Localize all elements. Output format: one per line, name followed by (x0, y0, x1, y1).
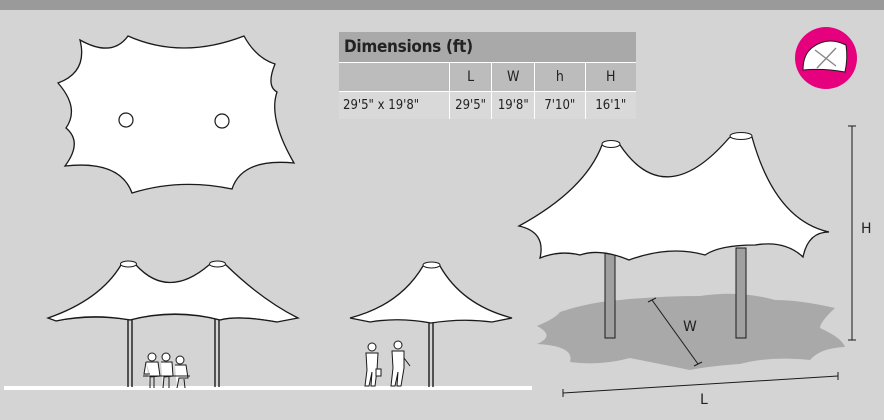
pole-marker-left (118, 112, 134, 128)
top-band (0, 0, 884, 10)
pole-right (735, 247, 747, 339)
dimensions-title: Dimensions (ft) (339, 32, 636, 63)
dimension-line-H (848, 125, 856, 341)
header-cell-L: L (449, 62, 493, 92)
width-cell: 19'8" (491, 91, 536, 119)
canopy-top-outline (56, 35, 296, 194)
standing-people-figures (364, 340, 411, 387)
label-L: L (700, 392, 708, 408)
peak-height-cell: 16'1" (585, 91, 636, 119)
tent-top-view-icon (795, 27, 857, 89)
dimensions-data-row: 29'5" x 19'8" 29'5" 19'8" 7'10" 16'1" (339, 91, 636, 119)
header-cell-h: h (534, 62, 586, 92)
canopy-top-view (56, 35, 296, 194)
dimensions-header-row: L W h H (339, 62, 636, 92)
ground-line (4, 386, 532, 390)
seated-people-figures (143, 352, 190, 389)
label-H: H (861, 221, 872, 237)
header-cell-H: H (585, 62, 636, 92)
pole-marker-right (214, 113, 230, 129)
canopy-side-view (349, 261, 513, 387)
length-cell: 29'5" (449, 91, 493, 119)
header-cell (339, 62, 450, 92)
pole-left (604, 247, 616, 339)
canopy-perspective-view (517, 132, 845, 370)
label-W: W (683, 319, 697, 335)
size-cell: 29'5" x 19'8" (339, 91, 450, 119)
dimensions-table: Dimensions (ft) L W h H 29'5" x 19'8" 29… (339, 32, 636, 119)
canopy-front-view (46, 260, 301, 387)
dimension-line-L (562, 372, 839, 397)
eave-height-cell: 7'10" (534, 91, 586, 119)
canopy-perspective-membrane (517, 134, 830, 261)
dimension-line-W (647, 297, 703, 367)
header-cell-W: W (491, 62, 536, 92)
